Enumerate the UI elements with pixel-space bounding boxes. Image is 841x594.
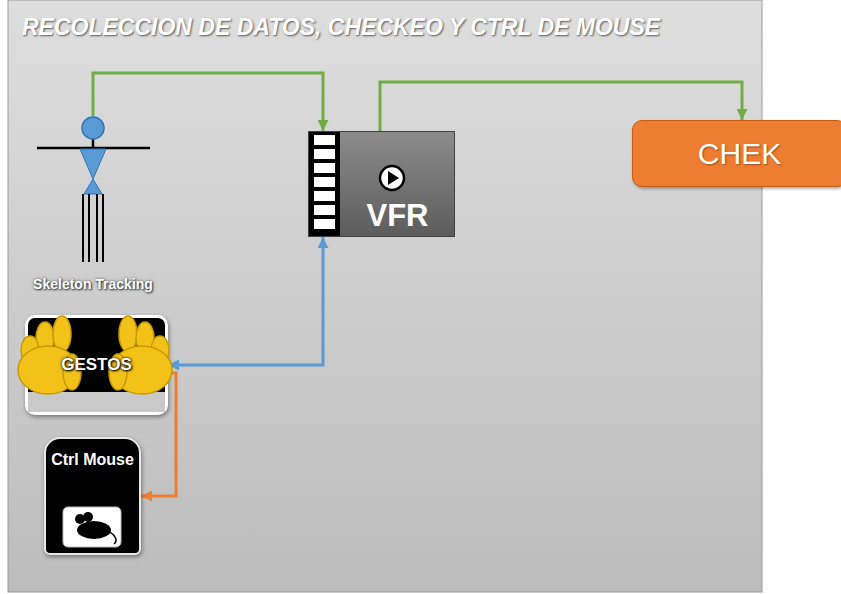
film-cell — [314, 205, 335, 215]
mouse-ear — [83, 512, 93, 522]
gesture-box: GESTOS — [25, 315, 168, 415]
mouse-control-box: Ctrl Mouse — [44, 437, 141, 555]
gesture-hands — [18, 316, 172, 412]
play-icon — [380, 166, 404, 190]
node-label: CHEK — [698, 137, 781, 171]
mouse-ear — [75, 514, 85, 524]
flow-connector — [93, 73, 323, 131]
figure-hips — [84, 179, 102, 194]
node-label: Ctrl Mouse — [51, 451, 134, 469]
figure-leg — [96, 194, 98, 262]
figure-leg — [88, 194, 90, 262]
hand-finger — [136, 322, 154, 354]
node-label: Skeleton Tracking — [33, 276, 153, 292]
process-box: CHEK — [632, 120, 841, 187]
node-label: VFR — [367, 198, 429, 234]
figure-head — [82, 117, 104, 139]
hand-finger — [21, 336, 39, 364]
film-cell — [314, 177, 335, 187]
hand-finger — [151, 336, 169, 364]
film-strip — [309, 132, 340, 236]
play-circle — [380, 166, 404, 190]
figure-leg — [82, 194, 84, 262]
mouse-eye — [75, 526, 78, 529]
mouse-icon — [63, 507, 121, 547]
video-box: VFR — [308, 131, 455, 237]
hand-palm — [112, 346, 172, 394]
skeleton-figure — [37, 117, 150, 262]
hand-finger — [53, 316, 71, 352]
figure-leg — [102, 194, 104, 262]
hand-finger — [36, 322, 54, 354]
film-cell — [314, 163, 335, 173]
film-cell — [314, 191, 335, 201]
play-triangle — [388, 171, 399, 185]
node-label: GESTOS — [61, 355, 132, 375]
mouse-tail — [110, 532, 116, 544]
film-cell — [314, 135, 335, 145]
film-strip-band — [309, 132, 340, 236]
hand-thumb — [63, 354, 81, 390]
gesture-strip — [28, 392, 165, 412]
hand-palm — [18, 346, 78, 394]
panel — [8, 0, 762, 592]
film-cell — [314, 219, 335, 229]
film-cell — [314, 149, 335, 159]
hand-thumb — [109, 354, 127, 390]
diagram-title: RECOLECCION DE DATOS, CHECKEO Y CTRL DE … — [22, 14, 660, 41]
mouse-tile — [63, 507, 121, 547]
tracking-node: Skeleton Tracking — [25, 116, 161, 296]
mouse-body — [77, 521, 111, 539]
hand-finger — [119, 316, 137, 352]
flow-connector — [168, 237, 323, 365]
figure-torso — [80, 149, 106, 179]
